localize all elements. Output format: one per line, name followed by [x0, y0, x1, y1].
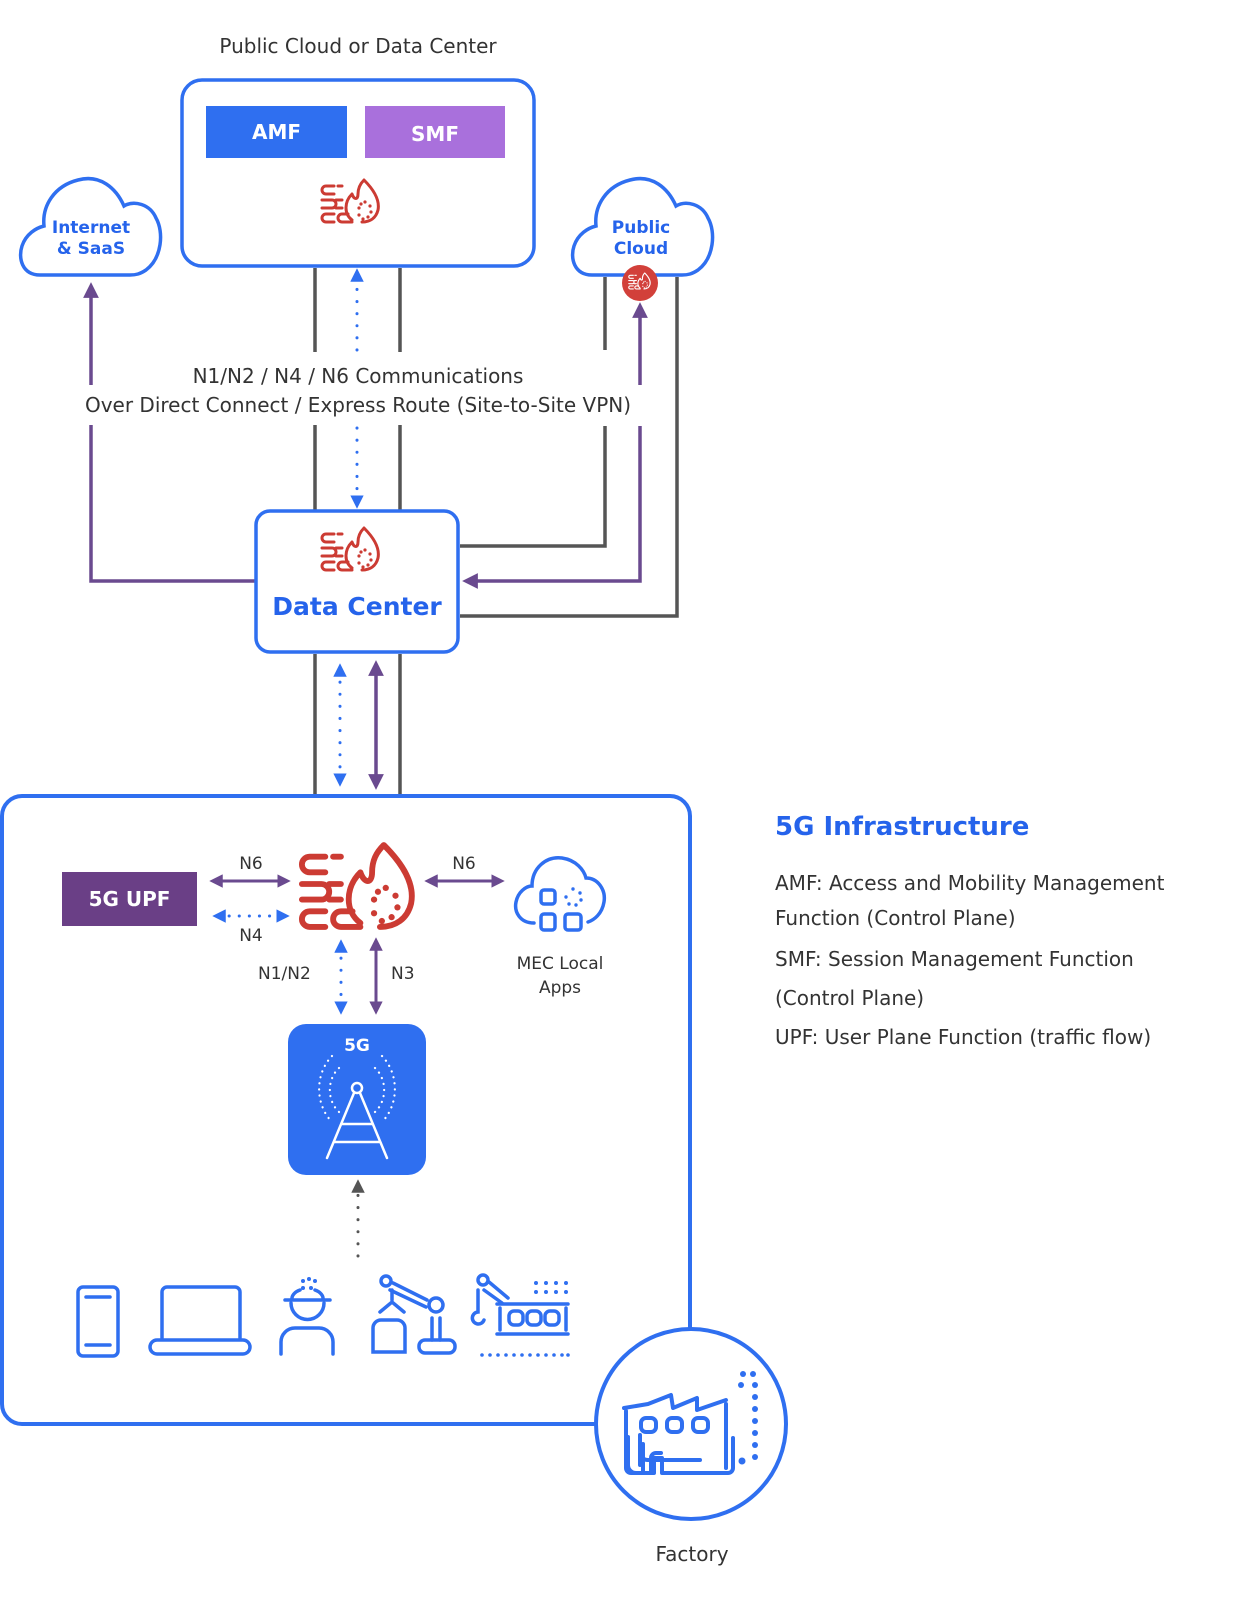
factory-smoke-dots: [738, 1371, 758, 1465]
mec-label-line1: MEC Local: [516, 954, 604, 974]
worker-icon: [279, 1288, 335, 1356]
worker-helmet-dots: [301, 1277, 317, 1290]
legend-item: Function (Control Plane): [775, 906, 1016, 930]
n4-left-label: N4: [239, 926, 263, 946]
mec-label: MEC Local Apps: [500, 952, 620, 1000]
mec-label-line2: Apps: [538, 978, 582, 998]
data-center-box[interactable]: [254, 509, 460, 654]
laptop-icon: [148, 1285, 252, 1356]
internet-cloud: [18, 176, 163, 277]
legend-item: UPF: User Plane Function (traffic flow): [775, 1025, 1152, 1049]
robot-arm-icon: [371, 1274, 457, 1355]
legend-item: AMF: Access and Mobility Management: [775, 871, 1165, 895]
smf-label: SMF: [411, 122, 459, 146]
n1n2-label: N1/N2: [258, 964, 311, 984]
public-cloud-label: Public Cloud: [580, 218, 702, 260]
n6-right-label: N6: [452, 854, 476, 874]
5g-tower-box[interactable]: [288, 1024, 426, 1175]
upf-box[interactable]: [62, 872, 197, 926]
signal-waves: [318, 1054, 396, 1124]
n3-label: N3: [391, 964, 415, 984]
mec-cloud-icon: [513, 856, 607, 932]
internet-cloud-label: Internet & SaaS: [30, 218, 152, 260]
internet-cloud-line2: & SaaS: [56, 239, 126, 259]
factory-icon: [622, 1393, 735, 1475]
link-caption-line1: N1/N2 / N4 / N6 Communications: [192, 364, 524, 388]
gray-links-top: [313, 268, 679, 618]
public-cloud-line2: Cloud: [613, 239, 669, 259]
legend-title: 5G Infrastructure: [775, 812, 1030, 842]
public-cloud-firewall-badge: [622, 265, 658, 301]
n6-left-label: N6: [239, 854, 263, 874]
legend: 5G Infrastructure AMF: Access and Mobili…: [775, 812, 1245, 1057]
smf-box[interactable]: [365, 106, 505, 158]
link-caption-line2: Over Direct Connect / Express Route (Sit…: [84, 393, 632, 417]
public-cloud: [570, 176, 715, 277]
public-cloud-line1: Public: [611, 218, 671, 238]
factory-label: Factory: [655, 1542, 729, 1566]
legend-item: (Control Plane): [775, 986, 925, 1010]
internet-link: [89, 425, 256, 583]
upf-label: 5G UPF: [88, 887, 171, 911]
mec-dots: [564, 887, 583, 907]
phone-icon: [76, 1285, 120, 1358]
gray-links-bottom: [313, 654, 402, 796]
internet-cloud-line1: Internet: [51, 218, 131, 238]
tower-icon: [325, 1081, 389, 1160]
assembly-dots: [480, 1281, 570, 1357]
link-caption: N1/N2 / N4 / N6 Communications Over Dire…: [40, 362, 676, 420]
public-cloud-return-link: [462, 426, 642, 589]
amf-box[interactable]: [206, 106, 347, 158]
assembly-line-icon: [470, 1273, 570, 1336]
amf-label: AMF: [251, 120, 302, 144]
5g-tower-label: 5G: [344, 1036, 370, 1056]
legend-item: SMF: Session Management Function: [775, 947, 1134, 971]
factory-site-box: [0, 794, 692, 1426]
top-box-title: Public Cloud or Data Center: [219, 34, 497, 58]
firewall-icon: [302, 845, 412, 927]
data-center-title: Data Center: [272, 592, 442, 621]
